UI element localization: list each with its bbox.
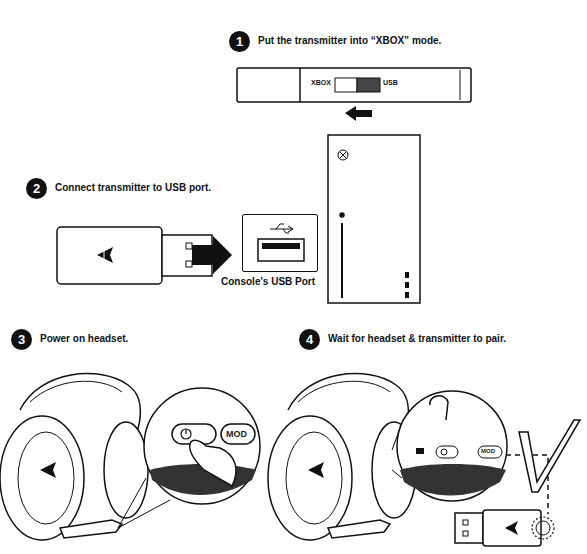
mode-switch [335,78,357,92]
transmitter-side [505,521,518,535]
usb-port-symbol [258,224,304,261]
xbox-console [341,223,343,298]
headset [286,432,342,524]
transmitter-side [57,227,212,284]
zoom-detail [144,388,260,504]
transmitter-side [463,520,468,525]
xbox-console [405,282,409,288]
transmitter-body [237,68,471,102]
transmitter-side [455,513,483,543]
mode-switch [335,78,380,92]
zoom-detail [397,391,507,501]
zoom-detail [185,429,186,434]
transmitter-side [104,250,105,260]
zoom-detail [400,464,506,496]
xbox-console [338,150,348,160]
callout-number: 2 [26,178,47,199]
step-marker: 2 Connect transmitter to USB port. [26,178,266,200]
callout-number: 3 [11,329,32,350]
headset [118,500,170,528]
zoom-detail [397,391,507,501]
headset [60,520,122,538]
transmitter-side [463,531,468,536]
xbox-console [405,272,409,278]
button-label: MOD [226,429,247,439]
transmitter-side [97,247,113,263]
headset [104,422,148,518]
usb-port-symbol [270,224,293,233]
zoom-detail [430,396,448,420]
callout-number: 1 [229,31,250,52]
transmitter-body [460,70,461,100]
xbox-console [405,292,409,298]
xbox-console [340,213,344,217]
usb-port-box: Console's USB Port [242,214,318,272]
usb-port-symbol [258,239,304,261]
step-marker: 4 Wait for headset & transmitter to pair. [299,329,569,351]
headset [298,381,390,402]
zoom-detail [190,440,236,486]
step-instruction: Wait for headset & transmitter to pair. [328,333,506,344]
transmitter-side [483,510,541,546]
xbox-console [328,135,420,303]
zoom-detail [144,388,260,504]
step-instruction: Connect transmitter to USB port. [55,182,211,193]
headset [328,520,390,538]
zoom-detail [478,446,502,458]
headset [40,462,56,478]
callout-number: 4 [299,329,320,350]
headset [30,381,122,402]
transmitter-side [186,261,192,267]
mode-switch [357,78,380,92]
transmitter-side [532,517,554,539]
transmitter-side [455,510,554,546]
step-marker: 1 Put the transmitter into “XBOX” mode. [229,31,489,53]
check-mark [519,420,580,492]
zoom-detail [436,446,458,458]
transmitter-side [57,227,162,284]
switch-label: USB [383,79,398,86]
headset [268,374,416,540]
step-instruction: Power on headset. [40,333,128,344]
xbox-console [328,135,420,303]
transmitter-switch: XBOX USB [237,68,471,102]
zoom-detail [181,429,191,439]
insert-arrow [192,236,232,274]
step-marker: 3 Power on headset. [11,329,211,351]
port-label: Console's USB Port [221,276,315,287]
zoom-detail [416,448,424,454]
slide-arrow [345,106,372,121]
transmitter-body [299,68,301,102]
button-label: MOD [481,448,495,454]
transmitter-side [536,521,550,535]
zoom-detail [441,449,447,455]
switch-label: XBOX [311,79,331,86]
headset [308,462,324,478]
transmitter-body [237,68,471,102]
xbox-console [340,152,347,159]
zoom-detail [221,424,255,444]
headset [18,432,74,524]
headset [268,416,352,540]
headset [0,416,84,540]
step-instruction: Put the transmitter into “XBOX” mode. [258,35,441,46]
transmitter-side [186,243,192,249]
usb-port-symbol [262,243,300,249]
